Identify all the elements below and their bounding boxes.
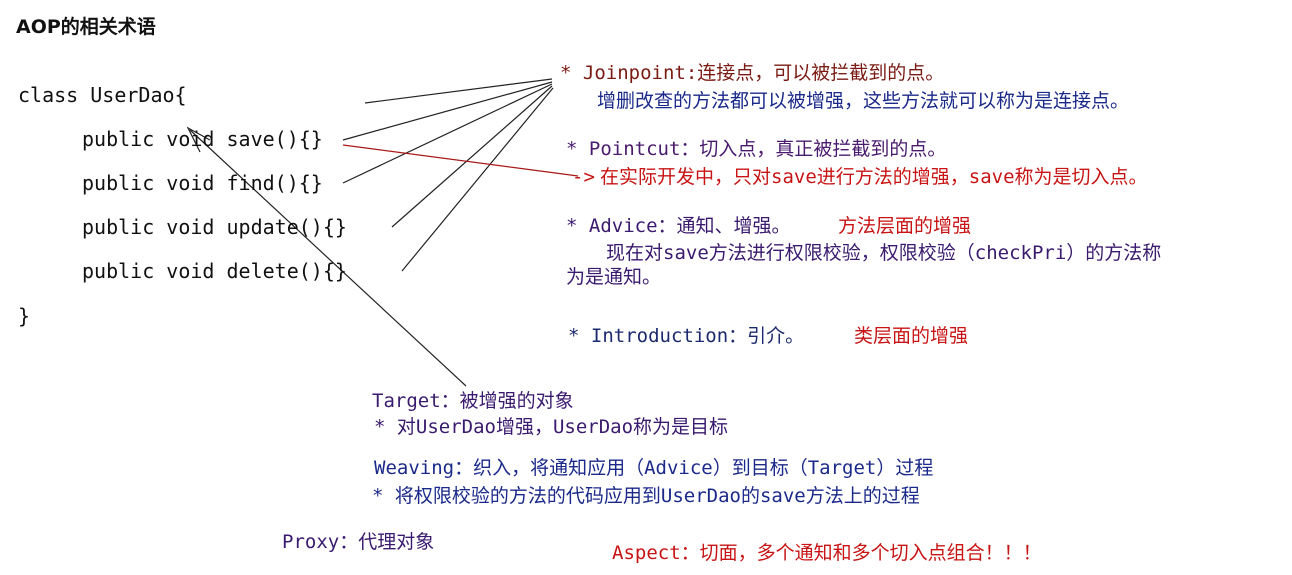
joinpoint-connector-find [342, 83, 553, 184]
advice-heading-accent: 方法层面的增强 [838, 215, 972, 237]
pointcut-connector-save [342, 144, 579, 177]
joinpoint-connector-save [342, 81, 553, 141]
pointcut-heading: * Pointcut：切入点，真正被拦截到的点。 [566, 138, 947, 160]
proxy-heading: Proxy：代理对象 [282, 531, 435, 553]
advice-description-line2: 为是通知。 [566, 266, 662, 288]
joinpoint-connector-top [364, 78, 553, 104]
method-save: public void save(){} [82, 127, 323, 151]
joinpoint-connector-delete [401, 87, 554, 272]
class-declaration: class UserDao{ [18, 83, 187, 107]
introduction-heading-accent: 类层面的增强 [854, 325, 969, 347]
method-find: public void find(){} [82, 171, 323, 195]
aspect-heading: Aspect：切面，多个通知和多个切入点组合！！！ [612, 542, 1042, 564]
weaving-heading: Weaving：织入，将通知应用（Advice）到目标（Target）过程 [374, 457, 934, 479]
page-title: AOP的相关术语 [16, 16, 156, 38]
introduction-heading: * Introduction：引介。 [568, 325, 805, 347]
pointcut-arrow-glyph: -> [572, 166, 595, 188]
class-close-brace: } [18, 304, 31, 328]
joinpoint-connector-update [391, 85, 553, 228]
advice-description-line1: 现在对save方法进行权限校验，权限校验（checkPri）的方法称 [606, 242, 1162, 264]
target-heading: Target：被增强的对象 [372, 390, 574, 412]
target-description: * 对UserDao增强，UserDao称为是目标 [374, 416, 729, 438]
method-update: public void update(){} [82, 215, 347, 239]
joinpoint-description: 增删改查的方法都可以被增强，这些方法就可以称为是连接点。 [597, 90, 1130, 112]
target-connector-line [189, 129, 467, 387]
advice-heading: * Advice：通知、增强。 [566, 215, 791, 237]
weaving-description: * 将权限校验的方法的代码应用到UserDao的save方法上的过程 [372, 485, 920, 507]
joinpoint-heading: * Joinpoint:连接点，可以被拦截到的点。 [560, 62, 945, 84]
method-delete: public void delete(){} [82, 259, 347, 283]
pointcut-description: 在实际开发中，只对save进行方法的增强，save称为是切入点。 [600, 166, 1148, 188]
